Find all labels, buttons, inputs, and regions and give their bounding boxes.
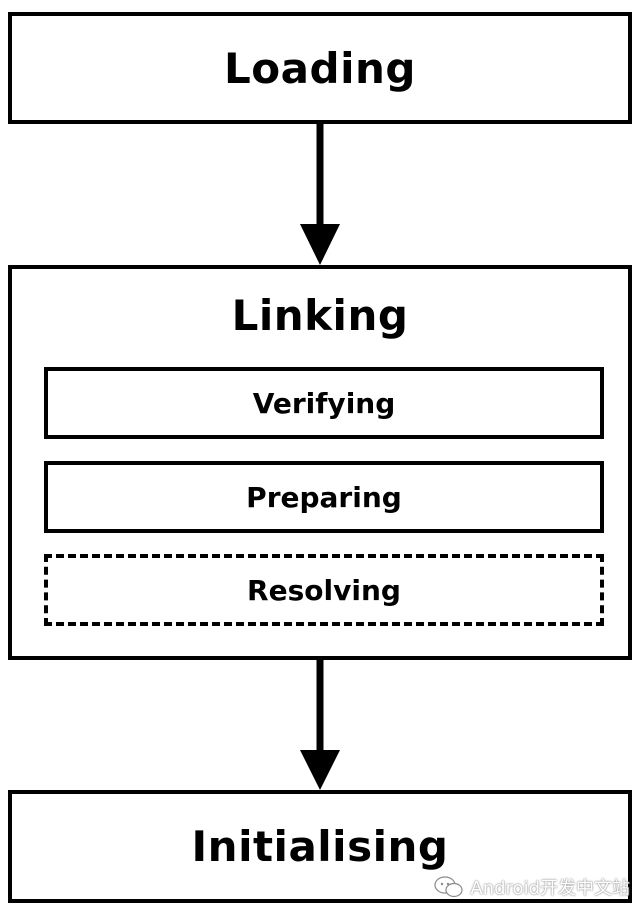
initialising-label: Initialising	[191, 822, 449, 871]
arrow-down-icon	[300, 660, 340, 790]
loading-label: Loading	[224, 43, 416, 93]
watermark-text: Android开发中文站	[470, 878, 630, 899]
preparing-step-box: Preparing	[44, 461, 604, 533]
verifying-step-box: Verifying	[44, 367, 604, 439]
linking-label: Linking	[231, 291, 409, 340]
initialising-stage-box: Initialising	[8, 790, 632, 903]
resolving-step-box: Resolving	[44, 554, 604, 626]
preparing-label: Preparing	[246, 480, 402, 514]
loading-stage-box: Loading	[8, 12, 632, 124]
arrow-down-icon	[300, 124, 340, 265]
wechat-icon	[434, 876, 464, 898]
watermark: Android开发中文站	[434, 874, 630, 900]
linking-stage-box: Linking Verifying Preparing Resolving	[8, 265, 632, 660]
verifying-label: Verifying	[252, 386, 396, 420]
resolving-label: Resolving	[247, 573, 401, 607]
